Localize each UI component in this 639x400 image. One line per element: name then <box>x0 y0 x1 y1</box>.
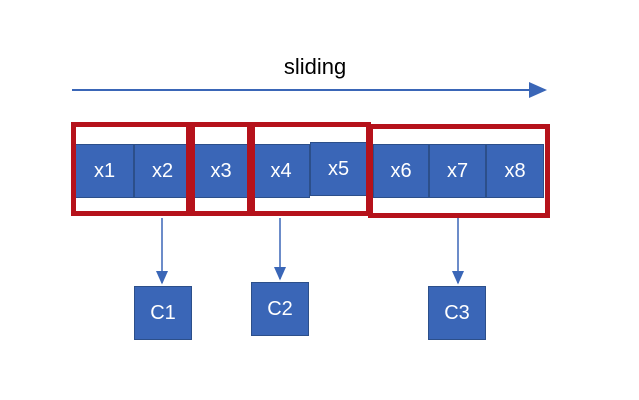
window-frame-3 <box>250 122 371 216</box>
window-frame-1 <box>71 122 191 216</box>
cell-x6: x6 <box>373 144 429 198</box>
window-frame-4 <box>368 124 550 218</box>
window-frame-2 <box>190 122 252 216</box>
output-c3: C3 <box>428 286 486 340</box>
output-c1: C1 <box>134 286 192 340</box>
diagram-title: sliding <box>283 54 347 79</box>
cell-x1: x1 <box>75 144 134 198</box>
cell-x7: x7 <box>429 144 486 198</box>
cell-x5: x5 <box>310 142 367 196</box>
cell-x8: x8 <box>486 144 544 198</box>
output-c2: C2 <box>251 282 309 336</box>
